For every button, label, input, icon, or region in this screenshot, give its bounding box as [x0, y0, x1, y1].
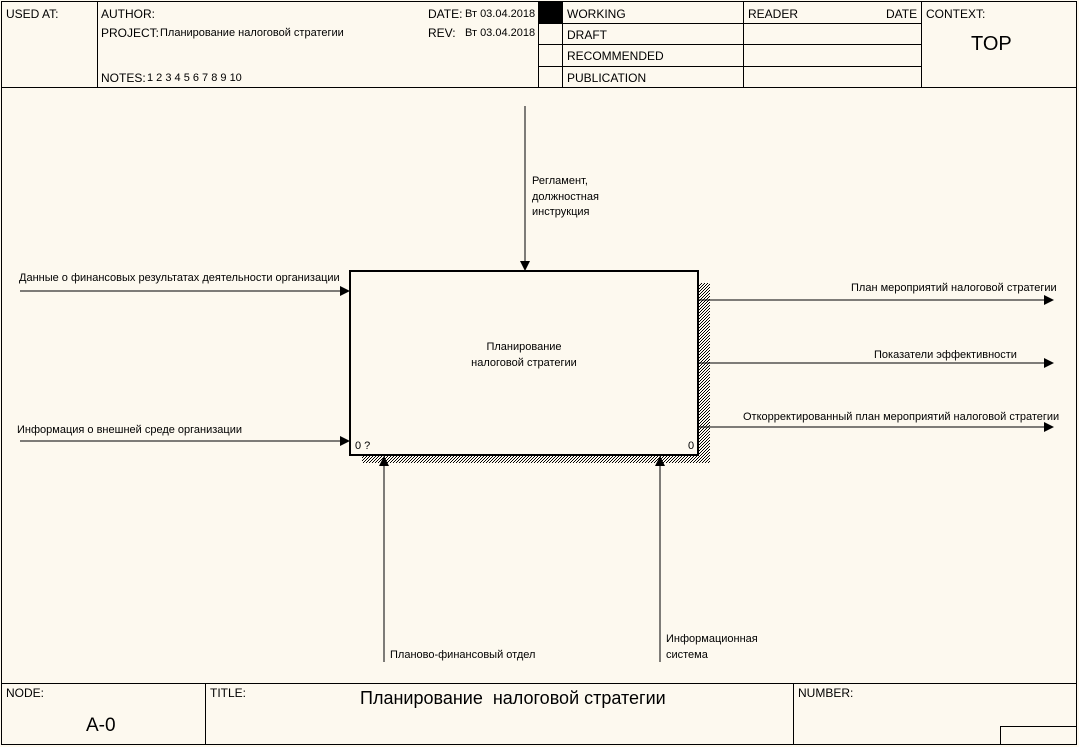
output-label-1: План мероприятий налоговой стратегии: [851, 282, 1057, 294]
output-label-2: Показатели эффективности: [874, 349, 1017, 361]
header-top-border: [1, 1, 1077, 2]
project-label: PROJECT:: [101, 26, 160, 40]
reader-label: READER: [748, 7, 799, 21]
footer-divider-node: [205, 683, 206, 744]
diagram-title: Планирование налоговой стратегии: [360, 688, 666, 708]
box-shadow-right: [698, 283, 710, 463]
title-label: TITLE:: [210, 686, 247, 700]
footer-divider-title: [793, 683, 794, 744]
footer-top-border: [1, 683, 1077, 684]
box-shadow-bottom: [362, 455, 710, 463]
header-divider-usedat: [97, 1, 98, 87]
activity-box-cost: 0: [688, 440, 695, 452]
status-recommended: RECOMMENDED: [567, 49, 664, 63]
date-value: Вт 03.04.2018: [465, 8, 536, 20]
used-at-label: USED AT:: [6, 7, 59, 21]
date-label: DATE:: [428, 7, 463, 21]
input-arrow-2-head: [340, 436, 350, 446]
node-value: А-0: [86, 715, 116, 736]
control-label-line-3: инструкция: [532, 206, 590, 218]
rev-label: REV:: [428, 26, 456, 40]
status-row-line-2: [538, 44, 921, 45]
number-label: NUMBER:: [798, 686, 854, 700]
notes-label: NOTES:: [101, 71, 146, 85]
output-arrow-1-head: [1044, 295, 1054, 305]
input-label-2: Информация о внешней среде организации: [17, 424, 243, 436]
control-arrow-head: [520, 261, 530, 271]
reader-date-label: DATE: [886, 7, 918, 21]
activity-box-title-line-2: налоговой стратегии: [471, 357, 577, 369]
mechanism-arrow-2-head: [655, 456, 665, 466]
output-arrow-3-head: [1044, 422, 1054, 432]
mechanism-arrow-1-head: [379, 456, 389, 466]
working-status-marker: [539, 2, 562, 23]
rev-value: Вт 03.04.2018: [465, 27, 536, 39]
status-draft: DRAFT: [567, 28, 607, 42]
status-row-line-3: [538, 66, 921, 67]
frame-left-border: [1, 1, 2, 745]
mechanism-label-1: Планово-финансовый отдел: [390, 649, 536, 661]
header-bottom-border: [1, 87, 1077, 88]
output-label-3: Откорректированный план мероприятий нало…: [743, 411, 1060, 423]
activity-box: [349, 270, 699, 456]
input-arrow-1-head: [340, 286, 350, 296]
project-value: Планирование налоговой стратегии: [160, 27, 344, 39]
footer-number-box-top: [1000, 726, 1076, 727]
footer-bottom-border: [1, 744, 1077, 745]
status-publication: PUBLICATION: [567, 71, 647, 85]
activity-box-title-line-1: Планирование: [486, 341, 562, 353]
control-label-line-1: Регламент,: [532, 175, 588, 187]
mechanism-label-2-line-2: система: [666, 649, 708, 661]
activity-box-node-number: 0 ?: [355, 440, 371, 452]
input-label-1: Данные о финансовых результатах деятельн…: [19, 272, 340, 284]
context-label: CONTEXT:: [926, 7, 986, 21]
notes-value: 1 2 3 4 5 6 7 8 9 10: [147, 72, 242, 84]
context-value: TOP: [971, 33, 1012, 55]
author-label: AUTHOR:: [101, 7, 155, 21]
node-label: NODE:: [6, 686, 45, 700]
status-row-line-1: [538, 23, 921, 24]
mechanism-label-2-line-1: Информационная: [666, 633, 758, 645]
control-label-line-2: должностная: [532, 191, 599, 203]
status-working: WORKING: [567, 7, 626, 21]
footer-number-box-left: [1000, 726, 1001, 744]
header-divider-context: [921, 1, 922, 87]
output-arrow-2-head: [1044, 358, 1054, 368]
frame-right-border: [1076, 1, 1077, 745]
